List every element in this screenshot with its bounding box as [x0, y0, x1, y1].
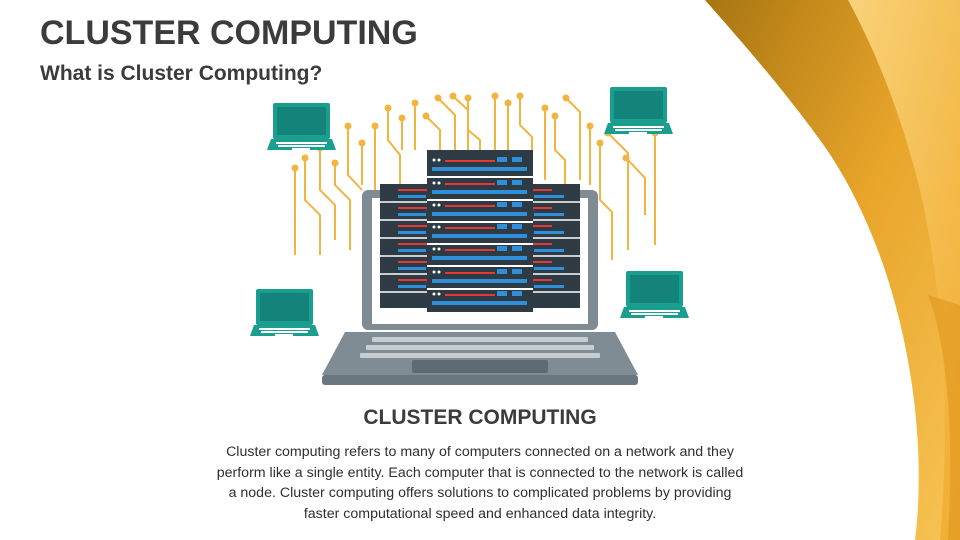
circuit-lines-icon — [291, 92, 659, 260]
slide-title: CLUSTER COMPUTING — [40, 14, 418, 52]
laptop-icon — [250, 289, 319, 336]
laptop-icon — [267, 103, 336, 150]
section-heading: CLUSTER COMPUTING — [363, 406, 597, 429]
laptop-icon — [620, 271, 689, 318]
server-rack-icon — [380, 150, 580, 312]
laptop-icon — [604, 87, 673, 134]
slide-subtitle: What is Cluster Computing? — [40, 62, 323, 85]
description-text: Cluster computing refers to many of comp… — [216, 444, 744, 522]
